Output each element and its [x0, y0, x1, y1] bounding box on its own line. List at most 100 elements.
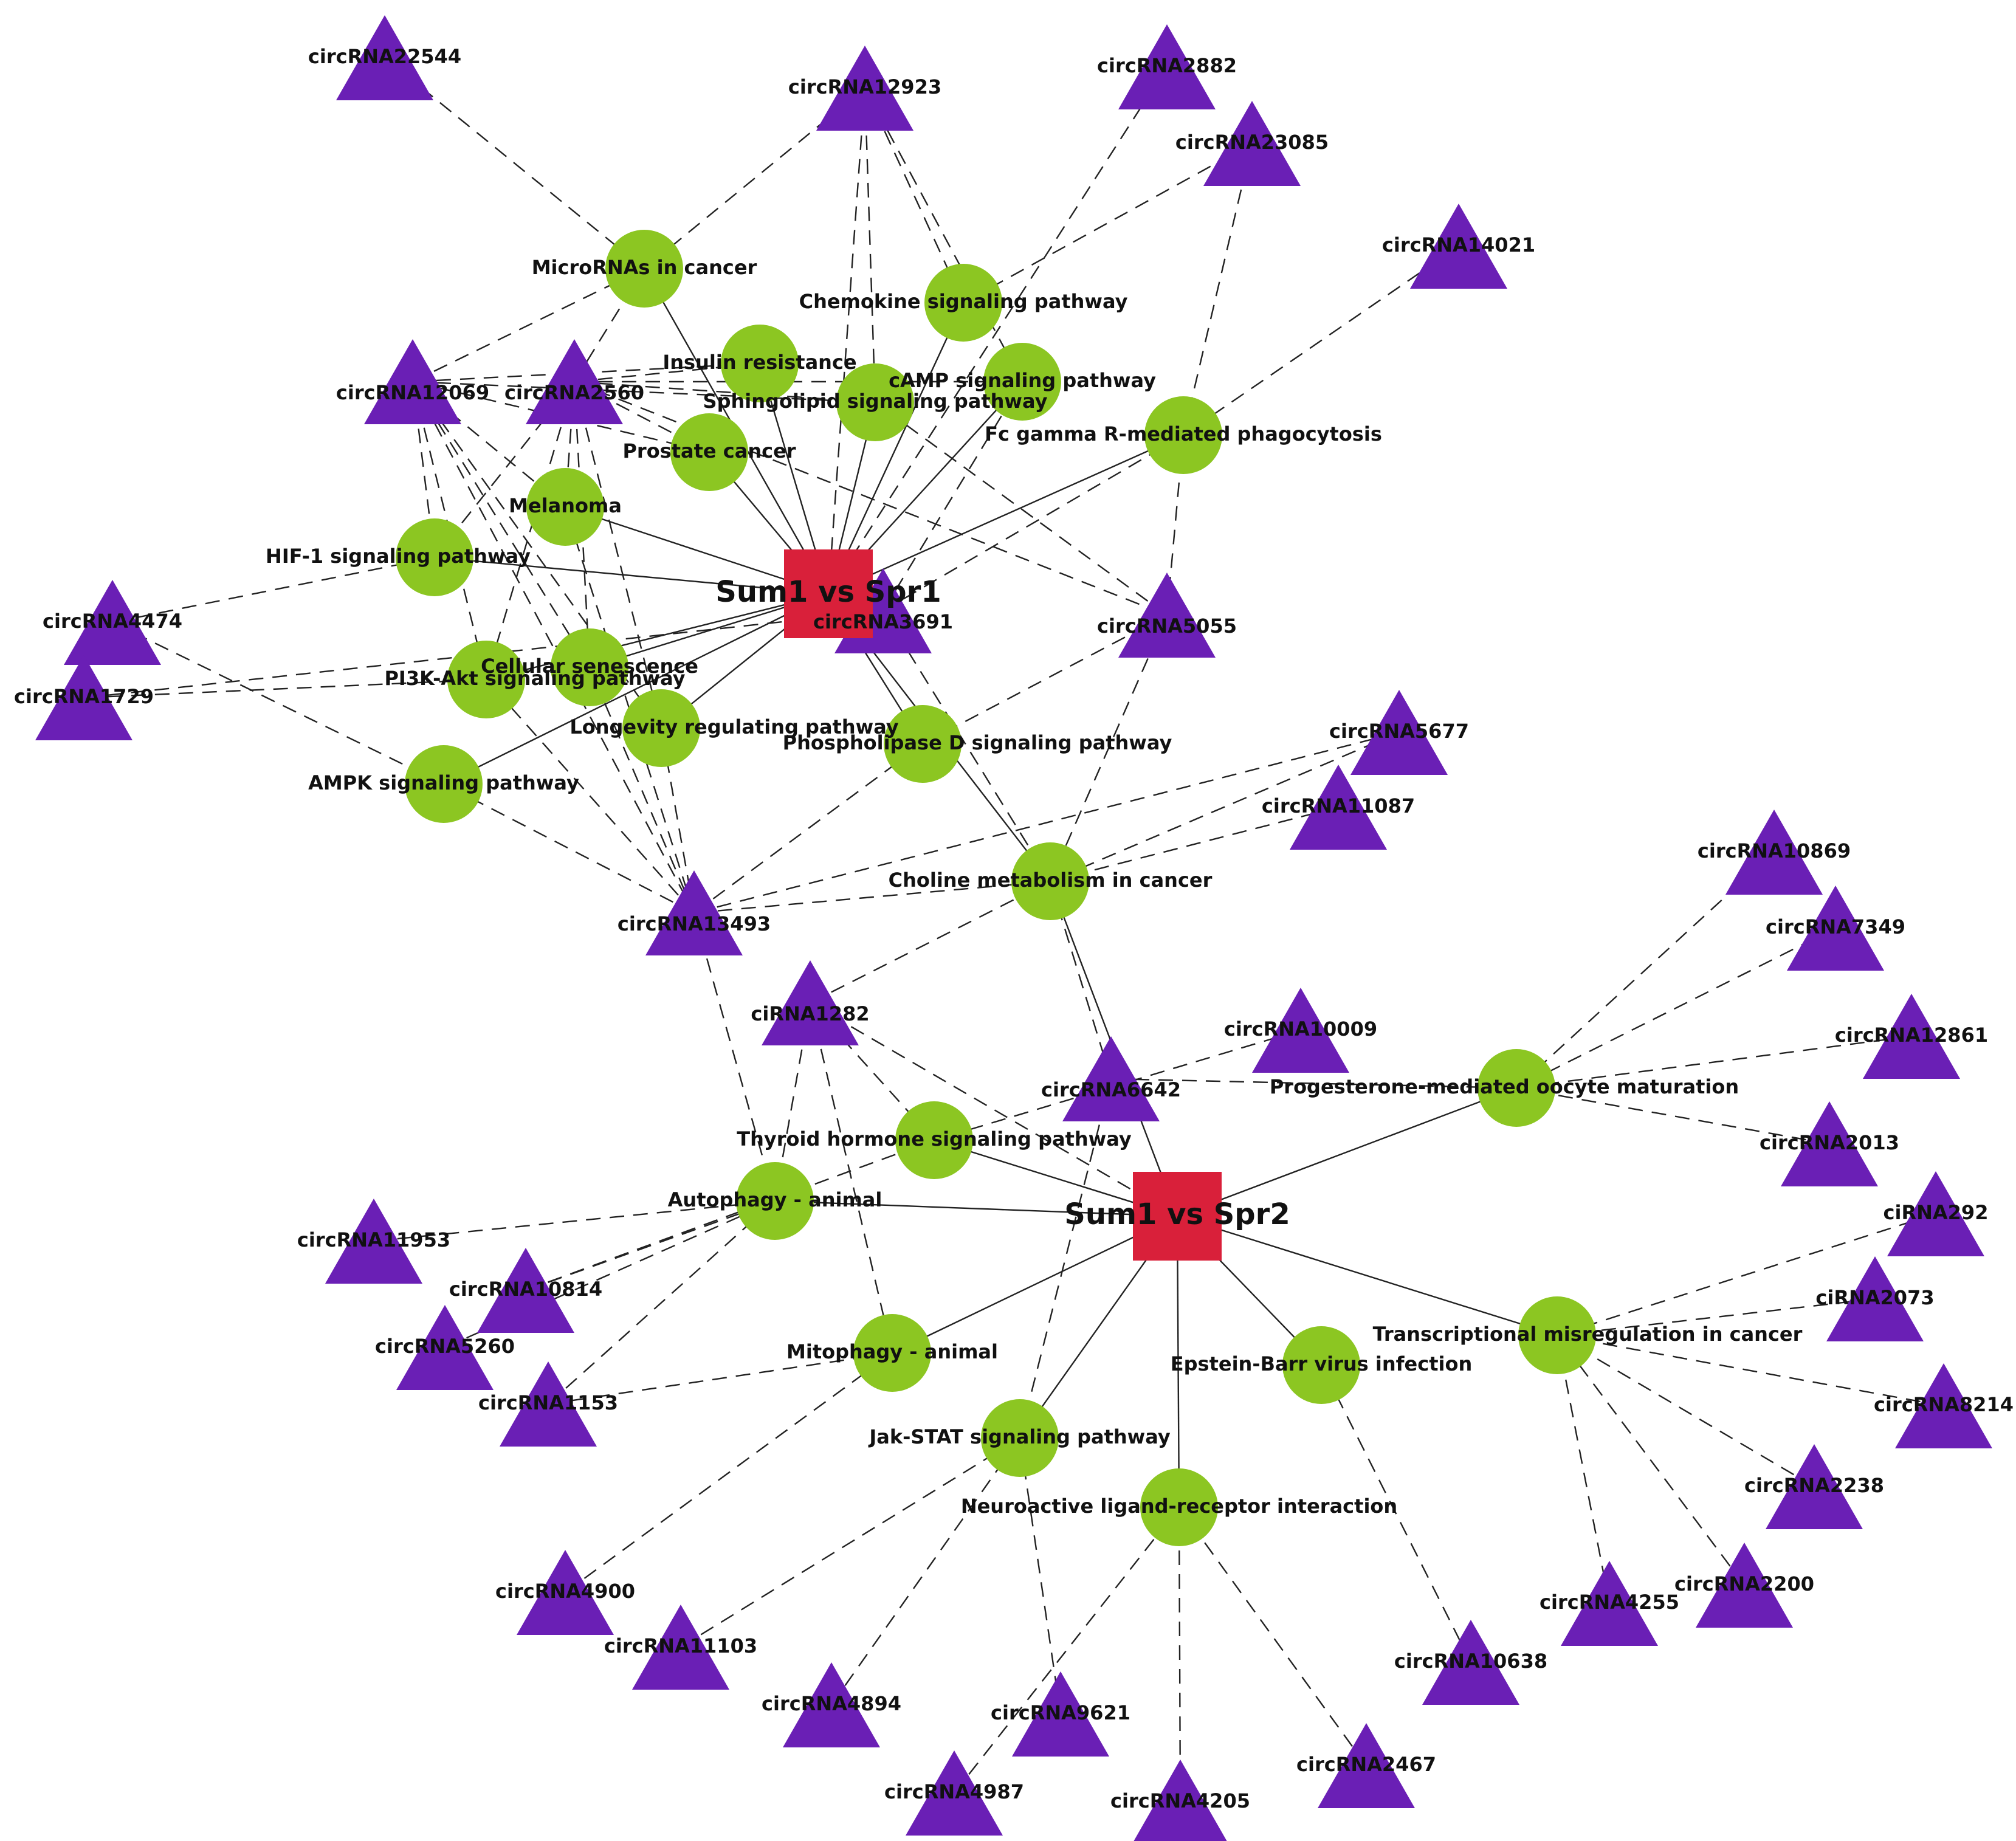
pathway-node-autophagy-animal[interactable]: [736, 1162, 814, 1240]
pathway-node-camp-signaling-pathway[interactable]: [983, 343, 1061, 421]
circrna-node-cirna1282[interactable]: [762, 960, 859, 1045]
pathway-node-jak-stat-signaling-pathway[interactable]: [981, 1399, 1059, 1477]
pathway-node-choline-metabolism-in-cancer[interactable]: [1011, 842, 1089, 920]
circrna-node-cirna2073[interactable]: [1826, 1256, 1924, 1341]
circrna-node-circrna4894[interactable]: [783, 1662, 880, 1747]
hub-node-sum1-vs-spr1[interactable]: [784, 549, 873, 638]
edge-c12069-mir: [412, 267, 645, 383]
circrna-node-circrna22544[interactable]: [336, 15, 433, 100]
node-label-sum1-vs-spr2: Sum1 vs Spr2: [1064, 1197, 1290, 1231]
edge-c12069-sphingo: [412, 380, 876, 404]
circrna-node-circrna1153[interactable]: [500, 1361, 597, 1447]
circrna-node-circrna12069[interactable]: [364, 339, 461, 424]
edge-c4894-jak: [831, 1437, 1020, 1705]
circrna-node-circrna6642[interactable]: [1062, 1036, 1160, 1121]
pathway-node-melanoma[interactable]: [526, 468, 604, 546]
node-label-hif-1-signaling-pathway: HIF-1 signaling pathway: [266, 545, 531, 568]
circrna-node-circrna11103[interactable]: [632, 1605, 729, 1690]
node-label-cirna1282: ciRNA1282: [751, 1002, 869, 1025]
circrna-node-circrna4205[interactable]: [1132, 1760, 1229, 1841]
edge-c2560-pi3k: [485, 381, 576, 680]
hub-node-sum1-vs-spr2[interactable]: [1133, 1172, 1222, 1261]
circrna-node-circrna11087[interactable]: [1290, 765, 1387, 850]
edge-S1-fcg: [828, 434, 1184, 595]
pathway-node-prostate-cancer[interactable]: [670, 413, 748, 491]
circrna-node-circrna9621[interactable]: [1012, 1671, 1109, 1757]
edge-S2-autoph: [774, 1200, 1178, 1217]
edge-c13493-choline: [693, 880, 1051, 914]
pathway-node-epstein-barr-virus-infection[interactable]: [1282, 1326, 1360, 1404]
circrna-node-circrna23085[interactable]: [1203, 101, 1301, 186]
pathway-node-neuroactive-ligand-receptor-interaction[interactable]: [1140, 1468, 1218, 1546]
circrna-node-cirna292[interactable]: [1887, 1171, 1984, 1256]
pathway-node-chemokine-signaling-pathway[interactable]: [924, 264, 1002, 342]
node-label-chemokine-signaling-pathway: Chemokine signaling pathway: [799, 290, 1128, 313]
edge-c13493-pi3k: [486, 679, 695, 914]
edge-c1729-pi3k: [83, 678, 487, 699]
edge-c4900-mitoph: [565, 1352, 893, 1593]
pathway-node-insulin-resistance[interactable]: [721, 325, 799, 402]
circrna-node-circrna12923[interactable]: [816, 46, 913, 131]
pathway-node-thyroid-hormone-signaling-pathway[interactable]: [895, 1101, 973, 1179]
node-label-cellular-senescence: Cellular senescence: [481, 655, 698, 678]
circrna-node-circrna2560[interactable]: [526, 339, 623, 424]
edge-c4205-neuro: [1178, 1507, 1182, 1803]
node-label-circrna8214: circRNA8214: [1874, 1393, 2014, 1416]
node-label-circrna4474: circRNA4474: [43, 610, 182, 633]
pathway-node-phospholipase-d-signaling-pathway[interactable]: [884, 705, 962, 783]
circrna-node-circrna10638[interactable]: [1422, 1620, 1519, 1705]
circrna-node-circrna10814[interactable]: [477, 1248, 574, 1333]
circrna-node-circrna2013[interactable]: [1781, 1101, 1878, 1186]
edge-c12923-chemo: [864, 88, 965, 303]
circrna-node-circrna4474[interactable]: [64, 580, 161, 665]
circrna-node-circrna2200[interactable]: [1696, 1543, 1793, 1628]
circrna-node-circrna5677[interactable]: [1350, 690, 1448, 775]
circrna-node-circrna5055[interactable]: [1118, 573, 1216, 658]
edge-c2560-sphingo: [574, 380, 876, 404]
label-layer: circRNA22544circRNA12923circRNA2882circR…: [14, 45, 2014, 1812]
pathway-node-progesterone-mediated-oocyte-maturation[interactable]: [1478, 1049, 1555, 1127]
edge-c2073-trans: [1557, 1298, 1876, 1337]
circrna-node-circrna5260[interactable]: [396, 1305, 494, 1390]
node-label-insulin-resistance: Insulin resistance: [662, 351, 856, 374]
pathway-node-hif-1-signaling-pathway[interactable]: [396, 518, 473, 596]
pathway-node-pi3k-akt-signaling-pathway[interactable]: [447, 641, 525, 718]
node-label-circrna2200: circRNA2200: [1674, 1572, 1814, 1595]
circrna-node-circrna1729[interactable]: [35, 655, 132, 740]
circrna-node-circrna2238[interactable]: [1766, 1444, 1863, 1529]
circrna-node-circrna2467[interactable]: [1318, 1723, 1415, 1808]
pathway-node-transcriptional-misregulation-in-cancer[interactable]: [1518, 1296, 1596, 1374]
edge-S1-pi3k: [486, 593, 829, 681]
circrna-node-circrna4987[interactable]: [906, 1750, 1003, 1836]
node-label-circrna6642: circRNA6642: [1041, 1078, 1181, 1101]
circrna-node-circrna4255[interactable]: [1561, 1561, 1658, 1646]
pathway-node-mitophagy-animal[interactable]: [853, 1314, 931, 1392]
pathway-node-micrornas-in-cancer[interactable]: [605, 230, 683, 308]
pathway-node-sphingolipid-signaling-pathway[interactable]: [836, 363, 914, 441]
node-label-circrna1729: circRNA1729: [14, 685, 154, 708]
circrna-node-circrna8214[interactable]: [1895, 1363, 1992, 1448]
circrna-node-circrna2882[interactable]: [1118, 24, 1216, 109]
edge-c5055-sphingo: [875, 402, 1168, 616]
circrna-node-circrna4900[interactable]: [517, 1550, 614, 1635]
circrna-node-circrna14021[interactable]: [1410, 204, 1507, 289]
circrna-node-circrna12861[interactable]: [1863, 994, 1960, 1079]
pathway-node-fc-gamma-r-mediated-phagocytosis[interactable]: [1144, 396, 1222, 474]
circrna-node-circrna11953[interactable]: [325, 1199, 422, 1284]
edge-S2-prog: [1177, 1087, 1517, 1217]
pathway-node-ampk-signaling-pathway[interactable]: [405, 745, 483, 823]
node-label-circrna5055: circRNA5055: [1097, 614, 1237, 638]
edge-c10814-autoph: [525, 1200, 776, 1292]
edge-c13493-c5677: [693, 731, 1400, 914]
circrna-node-circrna7349[interactable]: [1787, 886, 1884, 971]
circrna-node-circrna13493[interactable]: [645, 870, 743, 955]
circrna-node-circrna10869[interactable]: [1725, 810, 1823, 895]
pathway-node-cellular-senescence[interactable]: [551, 628, 628, 706]
pathway-node-longevity-regulating-pathway[interactable]: [622, 689, 700, 767]
circrna-node-circrna10009[interactable]: [1252, 988, 1349, 1073]
node-label-circrna22544: circRNA22544: [308, 45, 461, 68]
edge-c12923-camp: [864, 88, 1023, 382]
edge-c13493-senes: [588, 667, 695, 914]
edge-S1-hif: [434, 556, 829, 595]
